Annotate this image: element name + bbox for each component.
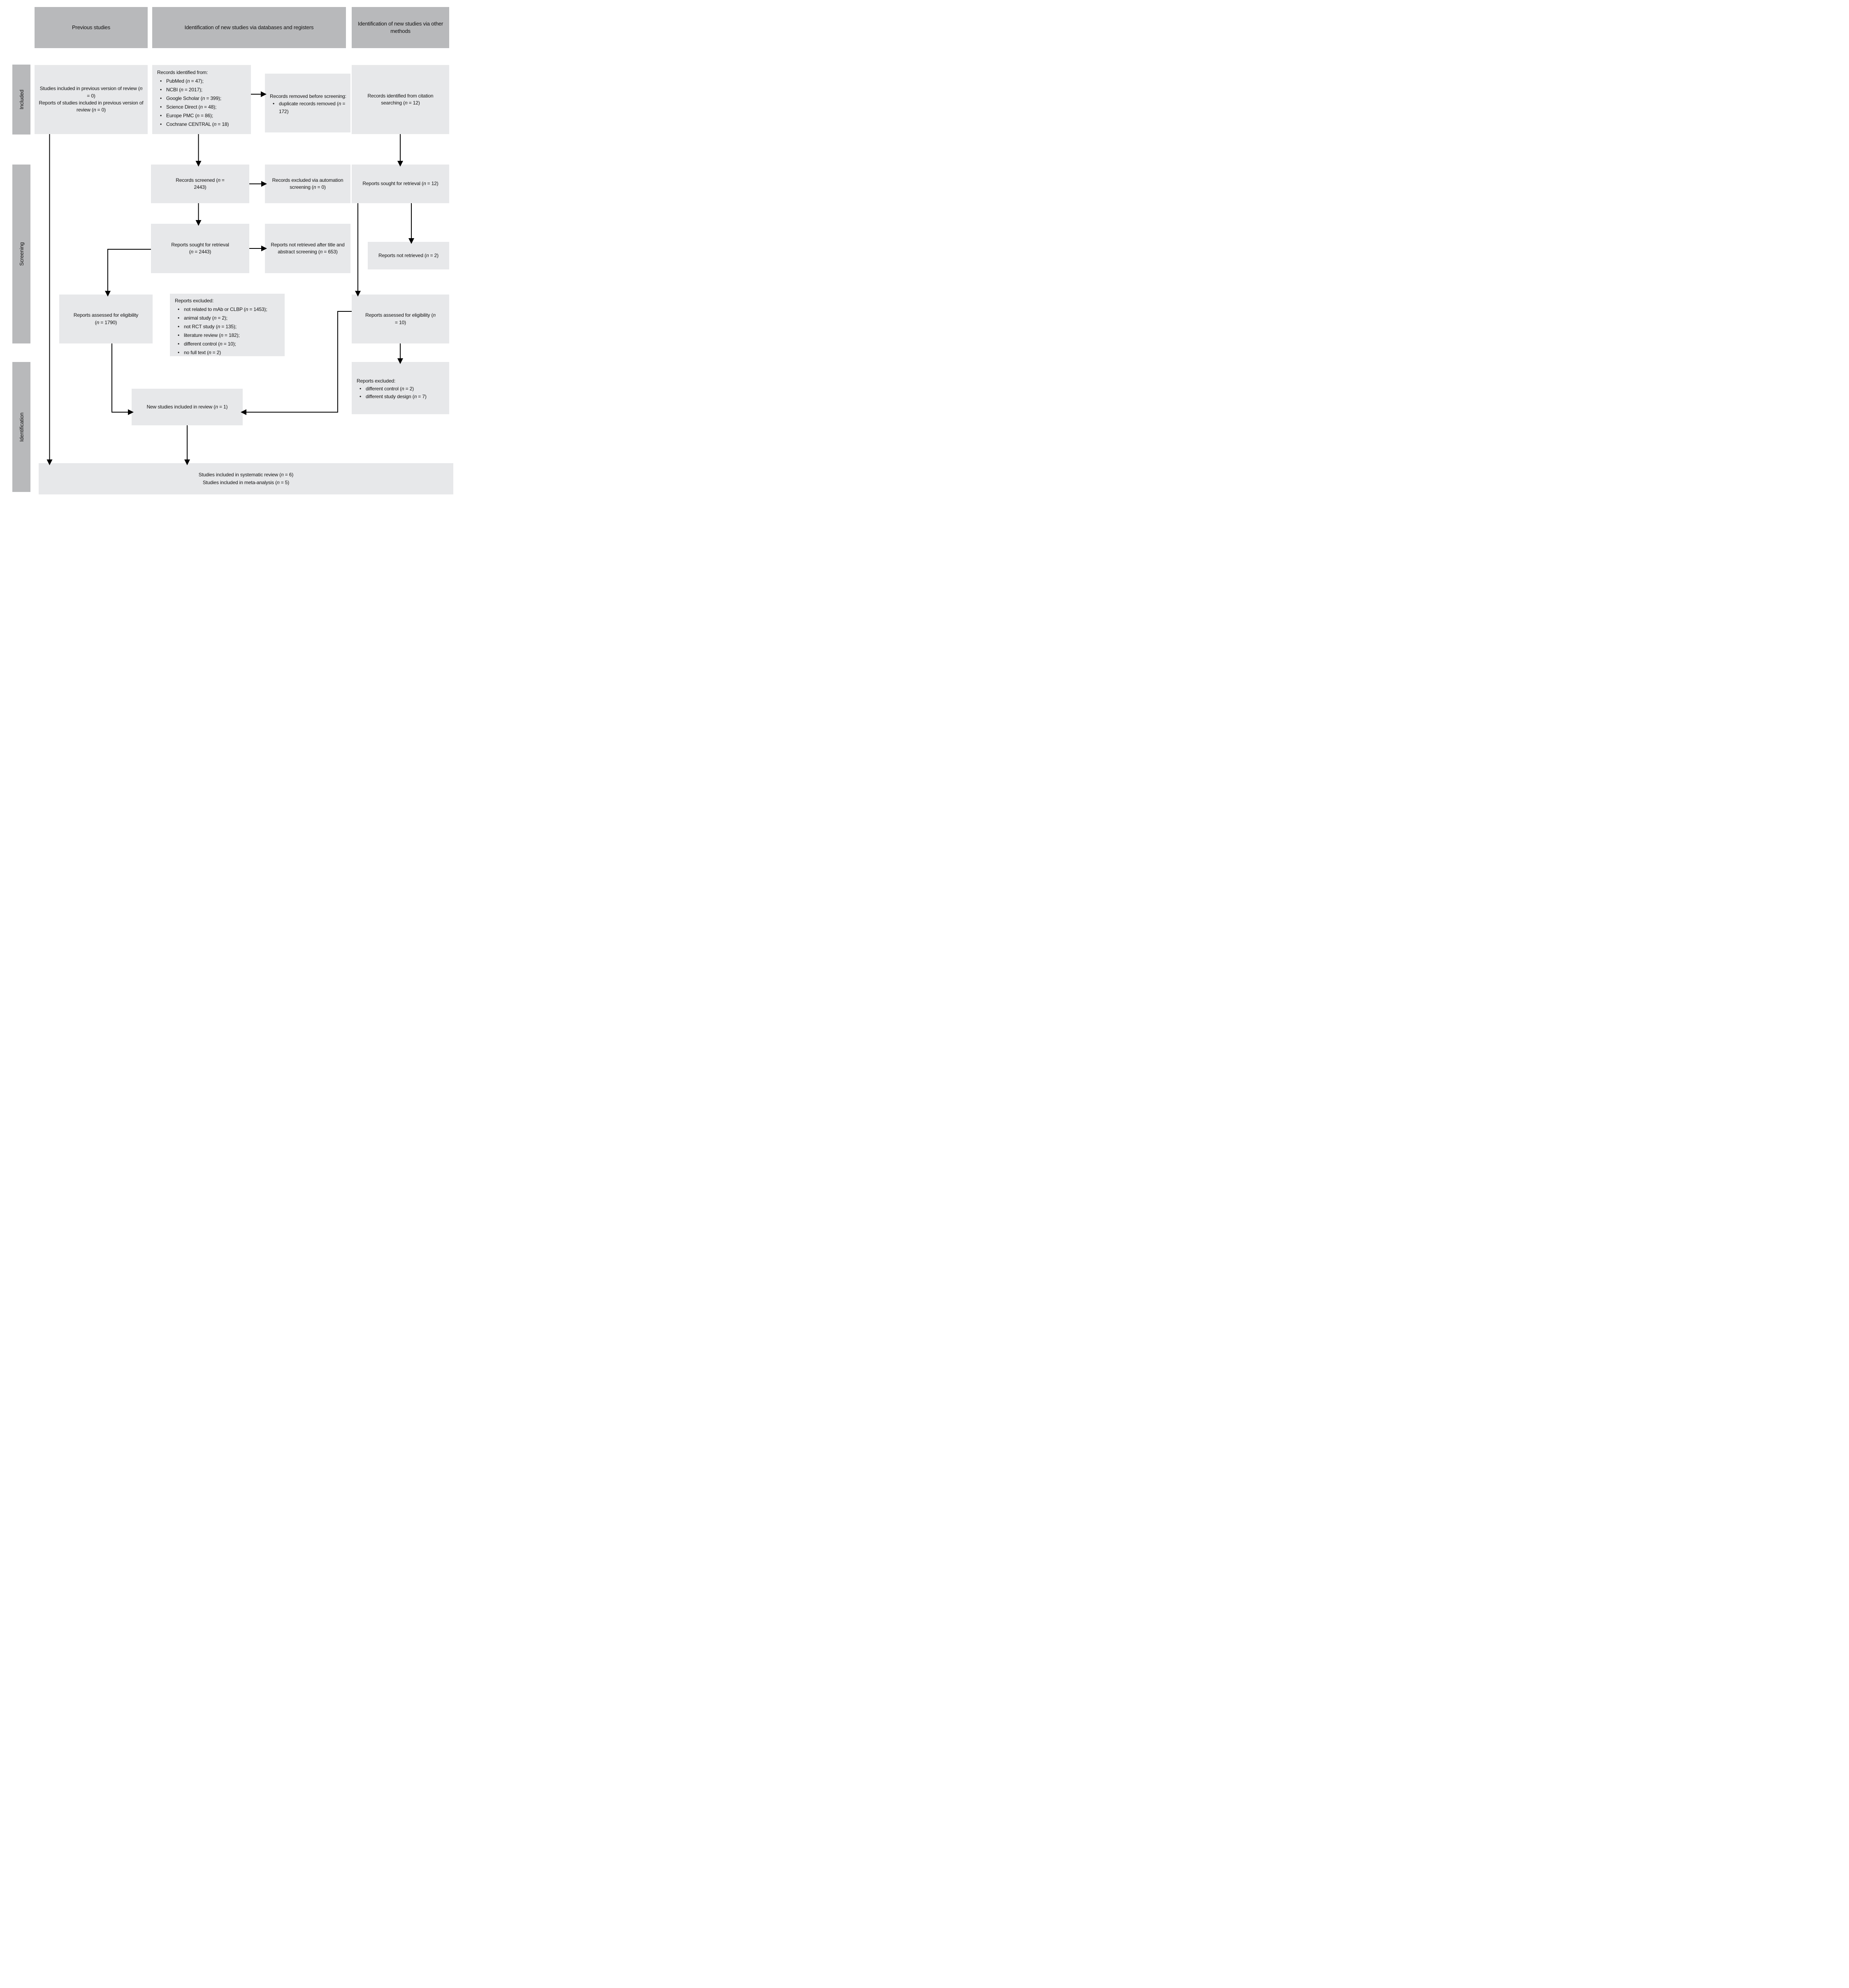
header-other-methods-label: Identification of new studies via other … — [357, 21, 443, 34]
box-records-removed: Records removed before screening: duplic… — [265, 74, 350, 132]
list-item: duplicate records removed (n = 172) — [270, 100, 346, 115]
header-databases-registers-label: Identification of new studies via databa… — [184, 24, 314, 31]
records-identified-title: Records identified from: — [157, 70, 208, 75]
new-studies-included-label: New studies included in review (n = 1) — [146, 404, 228, 410]
list-item: PubMed (n = 47); — [157, 77, 247, 86]
box-excluded-automation: Records excluded via automation screenin… — [265, 165, 350, 203]
box-reports-excluded-databases: Reports excluded: not related to mAb or … — [170, 294, 285, 357]
box-reports-sought-databases: Reports sought for retrieval (n = 2443) — [151, 224, 249, 273]
reports-excluded-other-list: different control (n = 2) different stud… — [357, 385, 445, 401]
reports-excluded-databases-list: not related to mAb or CLBP (n = 1453); a… — [175, 305, 281, 357]
box-reports-excluded-other: Reports excluded: different control (n =… — [352, 362, 449, 414]
list-item: Cochrane CENTRAL (n = 18) — [157, 120, 247, 129]
assessed-eligibility-databases-label: Reports assessed for eligibility (n = 17… — [73, 312, 139, 325]
list-item: literature review (n = 182); — [175, 331, 281, 340]
stage-label-included-text: Included — [18, 90, 25, 109]
box-records-identified: Records identified from: PubMed (n = 47)… — [152, 65, 251, 134]
list-item: Europe PMC (n = 86); — [157, 111, 247, 120]
list-item: not RCT study (n = 135); — [175, 322, 281, 331]
box-reports-not-retrieved-other: Reports not retrieved (n = 2) — [368, 242, 449, 269]
assessed-eligibility-other-label: Reports assessed for eligibility (n = 10… — [365, 312, 436, 325]
header-other-methods: Identification of new studies via other … — [352, 7, 449, 48]
reports-sought-other-label: Reports sought for retrieval (n = 12) — [362, 181, 438, 187]
header-previous-studies: Previous studies — [35, 7, 148, 48]
box-assessed-eligibility-databases: Reports assessed for eligibility (n = 17… — [59, 295, 153, 343]
list-item: no full text (n = 2) — [175, 348, 281, 357]
arrow-assessed-to-newstudies — [111, 343, 134, 415]
box-assessed-eligibility-other: Reports assessed for eligibility (n = 10… — [352, 295, 449, 343]
previous-version-line2: Reports of studies included in previous … — [39, 100, 144, 113]
records-removed-title: Records removed before screening: — [270, 93, 346, 99]
box-citation-searching: Records identified from citation searchi… — [352, 65, 449, 134]
stage-label-screening-text: Screening — [18, 242, 25, 266]
box-previous-version-studies: Studies included in previous version of … — [35, 65, 148, 134]
stage-label-identification: Identification — [12, 362, 30, 492]
list-item: NCBI (n = 2017); — [157, 86, 247, 94]
records-screened-label: Records screened (n = 2443) — [176, 177, 225, 190]
records-identified-list: PubMed (n = 47); NCBI (n = 2017); Google… — [157, 77, 247, 129]
list-item: not related to mAb or CLBP (n = 1453); — [175, 305, 281, 314]
reports-excluded-other-title: Reports excluded: — [357, 378, 396, 384]
reports-sought-databases-label: Reports sought for retrieval (n = 2443) — [171, 241, 229, 255]
box-final-included: Studies included in systematic review (n… — [39, 463, 453, 494]
box-not-retrieved-after-screening: Reports not retrieved after title and ab… — [265, 224, 350, 273]
prisma-flow-diagram: Previous studies Identification of new s… — [0, 0, 462, 497]
list-item: different study design (n = 7) — [357, 393, 445, 401]
list-item: different control (n = 10); — [175, 340, 281, 348]
header-databases-registers: Identification of new studies via databa… — [152, 7, 346, 48]
stage-label-identification-text: Identification — [18, 412, 25, 442]
excluded-automation-label: Records excluded via automation screenin… — [272, 177, 343, 190]
list-item: different control (n = 2) — [357, 385, 445, 393]
header-previous-studies-label: Previous studies — [72, 24, 110, 31]
stage-label-screening: Screening — [12, 165, 30, 343]
reports-not-retrieved-other-label: Reports not retrieved (n = 2) — [378, 252, 439, 258]
list-item: Science Direct (n = 48); — [157, 103, 247, 111]
arrow-sought-to-assessed — [105, 249, 151, 297]
list-item: animal study (n = 2); — [175, 314, 281, 322]
previous-version-line1: Studies included in previous version of … — [39, 86, 143, 99]
box-records-screened: Records screened (n = 2443) — [151, 165, 249, 203]
not-retrieved-after-screening-label: Reports not retrieved after title and ab… — [271, 241, 345, 255]
list-item: Google Scholar (n = 399); — [157, 94, 247, 103]
final-meta-analysis-label: Studies included in meta-analysis (n = 5… — [202, 480, 290, 485]
box-new-studies-included: New studies included in review (n = 1) — [132, 389, 243, 425]
reports-excluded-databases-title: Reports excluded: — [175, 298, 214, 304]
citation-searching-label: Records identified from citation searchi… — [367, 93, 434, 106]
stage-label-included: Included — [12, 65, 30, 135]
records-removed-list: duplicate records removed (n = 172) — [270, 100, 346, 115]
final-systematic-review-label: Studies included in systematic review (n… — [198, 471, 294, 478]
box-reports-sought-other: Reports sought for retrieval (n = 12) — [352, 165, 449, 203]
